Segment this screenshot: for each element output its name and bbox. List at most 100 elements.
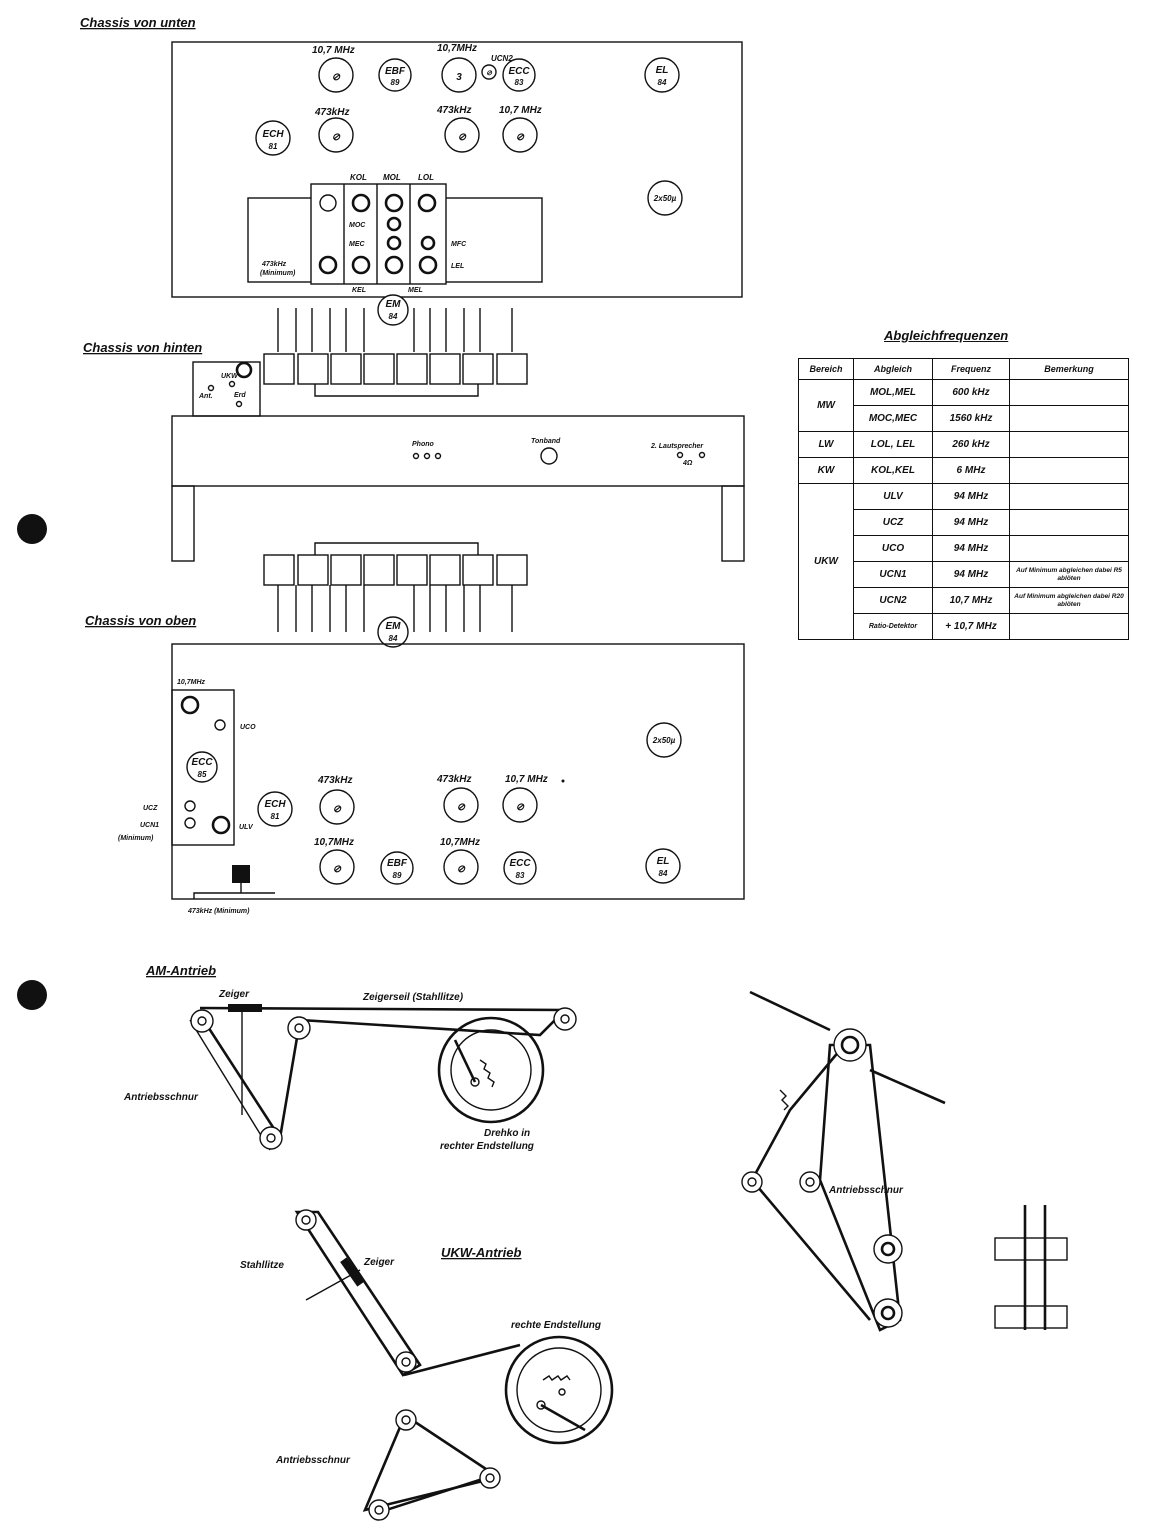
svg-text:KEL: KEL	[352, 287, 366, 294]
svg-text:(Minimum): (Minimum)	[260, 270, 296, 277]
svg-text:UCO: UCO	[240, 724, 256, 731]
tube-ebf89	[378, 58, 412, 92]
svg-text:83: 83	[515, 78, 524, 87]
pointer-linkage-diagram: Antriebsschnur	[741, 990, 1068, 1332]
coil-adjuster	[318, 117, 354, 153]
table-row: Ratio-Detektor + 10,7 MHz	[799, 613, 1129, 640]
header-abgleich: Abgleich	[853, 358, 933, 380]
table-row: UKW ULV 94 MHz	[798, 483, 1129, 640]
title-am-antrieb: AM-Antrieb	[145, 963, 216, 978]
svg-text:10,7 MHz: 10,7 MHz	[505, 774, 548, 785]
alignment-frequency-table: Bereich Abgleich Frequenz Bemerkung MW M…	[798, 358, 1129, 640]
table-row: MW MOL,MEL 600 kHz	[798, 379, 1129, 432]
svg-text:84: 84	[658, 78, 667, 87]
svg-text:81: 81	[269, 142, 278, 151]
svg-text:Antriebsschnur: Antriebsschnur	[123, 1092, 199, 1103]
freq-label: 473kHz	[314, 107, 349, 118]
svg-text:⊘: ⊘	[457, 864, 466, 875]
svg-text:2x50µ: 2x50µ	[652, 736, 676, 745]
svg-text:EL: EL	[657, 856, 670, 867]
svg-text:ULV: ULV	[239, 824, 254, 831]
svg-text:Erd: Erd	[234, 392, 246, 399]
tube-ech81	[257, 791, 293, 827]
svg-text:Zeigerseil (Stahllitze): Zeigerseil (Stahllitze)	[362, 992, 464, 1003]
ukw-drive-diagram: UKW-Antrieb Stahllitze Zeiger rechte End…	[240, 1209, 614, 1521]
svg-text:MEC: MEC	[349, 241, 366, 248]
freq-label: 10,7MHz	[437, 43, 477, 54]
svg-text:Ant.: Ant.	[198, 393, 213, 400]
svg-text:ECC: ECC	[508, 66, 530, 77]
chassis-top-view: Chassis von oben EM 84 10,7MHz UCO ECC 8…	[85, 542, 745, 915]
svg-text:10,7MHz: 10,7MHz	[440, 837, 480, 848]
svg-text:85: 85	[198, 770, 207, 779]
tube-em84	[377, 616, 409, 648]
svg-text:⊘: ⊘	[516, 802, 525, 813]
chassis-bottom-view: Chassis von unten 10,7 MHz ⊘ EBF 89 10,7…	[80, 15, 743, 326]
svg-text:KOL: KOL	[350, 173, 367, 182]
svg-text:10,7MHz: 10,7MHz	[177, 679, 206, 686]
svg-text:10,7MHz: 10,7MHz	[314, 837, 354, 848]
svg-text:EBF: EBF	[387, 858, 408, 869]
svg-text:MEL: MEL	[408, 287, 423, 294]
table-title: Abgleichfrequenzen	[884, 328, 1009, 343]
svg-text:⊘: ⊘	[486, 70, 493, 77]
title-ukw-antrieb: UKW-Antrieb	[441, 1245, 521, 1260]
title-chassis-unten: Chassis von unten	[80, 15, 196, 30]
coil-adjuster	[444, 117, 480, 153]
svg-text:ECC: ECC	[509, 858, 531, 869]
table-row: KW KOL,KEL 6 MHz	[798, 457, 1129, 484]
table-row: UCZ 94 MHz	[799, 509, 1129, 536]
svg-text:EBF: EBF	[385, 66, 406, 77]
tube-ebf89	[380, 851, 414, 885]
svg-text:LOL: LOL	[418, 173, 434, 182]
coil-adjuster	[318, 57, 354, 93]
svg-text:⊘: ⊘	[333, 804, 342, 815]
svg-text:3: 3	[456, 72, 462, 83]
tube-ech81	[255, 120, 291, 156]
svg-text:ECC: ECC	[191, 757, 213, 768]
svg-text:473kHz: 473kHz	[436, 774, 471, 785]
svg-text:ECH: ECH	[262, 129, 284, 140]
table-row: UCN1 94 MHz Auf Minimum abgleichen dabei…	[799, 561, 1129, 588]
svg-text:MOL: MOL	[383, 173, 401, 182]
svg-text:84: 84	[389, 634, 398, 643]
svg-text:rechter Endstellung: rechter Endstellung	[440, 1141, 534, 1152]
coil-adjuster	[441, 57, 477, 93]
svg-text:89: 89	[391, 78, 400, 87]
table-row: UCO 94 MHz	[799, 535, 1129, 562]
tube-ecc85	[186, 751, 218, 783]
svg-text:MFC: MFC	[451, 241, 467, 248]
svg-text:LEL: LEL	[451, 263, 464, 270]
tube-el84	[644, 57, 680, 93]
svg-text:Tonband: Tonband	[531, 438, 561, 445]
svg-text:EM: EM	[386, 621, 402, 632]
svg-text:473kHz: 473kHz	[261, 261, 287, 268]
svg-text:⊘: ⊘	[332, 72, 341, 83]
freq-label: 10,7 MHz	[499, 105, 542, 116]
svg-text:4Ω: 4Ω	[682, 460, 693, 467]
tube-ecc83	[503, 851, 537, 885]
svg-text:84: 84	[389, 312, 398, 321]
chassis-rear-view: Chassis von hinten UKW Ant. Erd Phono	[83, 308, 745, 562]
svg-text:83: 83	[516, 871, 525, 880]
svg-text:EM: EM	[386, 299, 402, 310]
svg-text:rechte Endstellung: rechte Endstellung	[511, 1320, 601, 1331]
table-row: LW LOL, LEL 260 kHz	[798, 431, 1129, 458]
svg-text:⊘: ⊘	[332, 132, 341, 143]
freq-label: 10,7 MHz	[312, 45, 355, 56]
svg-text:⊘: ⊘	[457, 802, 466, 813]
ucn2-label: UCN2	[491, 54, 513, 63]
svg-text:UCN1: UCN1	[140, 822, 159, 829]
svg-text:2. Lautsprecher: 2. Lautsprecher	[650, 443, 704, 450]
svg-text:EL: EL	[656, 65, 669, 76]
capacitor	[647, 180, 683, 216]
table-header-row: Bereich Abgleich Frequenz Bemerkung	[798, 358, 1129, 380]
coil-adjuster	[502, 117, 538, 153]
title-chassis-oben: Chassis von oben	[85, 613, 196, 628]
title-chassis-hinten: Chassis von hinten	[83, 340, 202, 355]
tube-em84	[377, 294, 409, 326]
svg-text:473kHz (Minimum): 473kHz (Minimum)	[187, 908, 250, 915]
am-drive-diagram: AM-Antrieb Zeiger Zeigerseil (Stahllitze…	[123, 963, 577, 1152]
svg-text:473kHz: 473kHz	[317, 775, 352, 786]
